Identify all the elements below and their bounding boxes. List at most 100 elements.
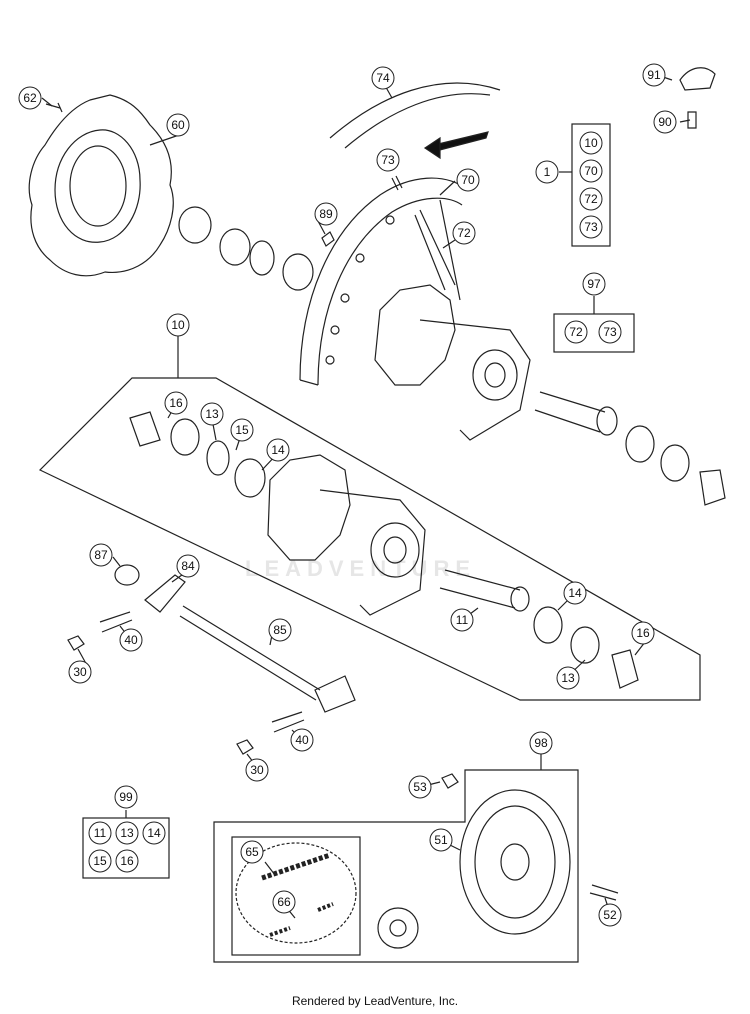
disc-bolt — [45, 102, 63, 113]
adjuster-bolt-lower — [271, 711, 305, 733]
chain-adjuster-right — [314, 675, 356, 713]
lower-seal-left — [170, 418, 200, 456]
callout: 16 — [631, 621, 655, 645]
sprocket-box — [213, 769, 579, 963]
svg-text:52: 52 — [603, 908, 617, 922]
valve-knob — [679, 67, 716, 91]
callout: 89 — [314, 202, 338, 226]
svg-text:30: 30 — [73, 665, 87, 679]
callout: 85 — [268, 618, 292, 642]
rim — [299, 177, 469, 386]
svg-text:14: 14 — [147, 826, 161, 840]
callout: 97 — [582, 272, 606, 296]
svg-text:13: 13 — [205, 407, 219, 421]
lower-seal-right — [570, 626, 600, 664]
callout: 40 — [119, 628, 143, 652]
callout: 10 — [579, 131, 603, 155]
callout: 70 — [456, 168, 480, 192]
callout: 90 — [653, 110, 677, 134]
axle-nut-lower — [236, 739, 254, 755]
master-link — [269, 902, 334, 937]
lower-spacer — [439, 569, 521, 609]
kit-box-1 — [571, 123, 611, 247]
brake-disc — [28, 94, 174, 277]
svg-text:11: 11 — [94, 826, 107, 840]
svg-text:13: 13 — [561, 671, 575, 685]
callout: 72 — [564, 320, 588, 344]
svg-text:13: 13 — [120, 826, 134, 840]
upper-bearing — [282, 253, 314, 291]
svg-text:74: 74 — [376, 71, 390, 85]
callout: 30 — [68, 660, 92, 684]
svg-text:30: 30 — [250, 763, 264, 777]
svg-text:16: 16 — [120, 854, 134, 868]
svg-text:66: 66 — [277, 895, 291, 909]
lower-bearing-left — [234, 458, 266, 498]
svg-text:85: 85 — [273, 623, 287, 637]
lower-bushing-right — [611, 649, 639, 689]
sprocket-nut — [441, 773, 459, 789]
callout: 52 — [598, 903, 622, 927]
callout: 51 — [429, 828, 453, 852]
svg-text:53: 53 — [413, 780, 427, 794]
svg-text:97: 97 — [587, 277, 601, 291]
svg-text:91: 91 — [647, 68, 661, 82]
rear-sprocket — [459, 789, 571, 935]
assembly-outline-10 — [38, 377, 701, 701]
callout: 16 — [164, 391, 188, 415]
chain-adjuster — [144, 574, 186, 613]
svg-text:10: 10 — [584, 136, 598, 150]
front-sprocket — [377, 907, 419, 949]
callout: 73 — [598, 320, 622, 344]
upper-seal — [219, 228, 251, 266]
svg-text:16: 16 — [636, 626, 650, 640]
callout: 72 — [452, 221, 476, 245]
callout: 1 — [535, 160, 559, 184]
svg-text:60: 60 — [171, 118, 185, 132]
callout: 70 — [579, 159, 603, 183]
svg-text:73: 73 — [603, 325, 617, 339]
upper-seal-right — [660, 444, 690, 482]
lower-hub — [267, 454, 426, 616]
svg-text:16: 16 — [169, 396, 183, 410]
spokes — [414, 199, 461, 301]
svg-text:51: 51 — [434, 833, 448, 847]
callout: 62 — [18, 86, 42, 110]
axle — [179, 605, 321, 701]
chain — [261, 852, 331, 881]
svg-text:40: 40 — [295, 733, 309, 747]
svg-text:99: 99 — [119, 790, 133, 804]
svg-text:87: 87 — [94, 548, 108, 562]
callout: 87 — [89, 543, 113, 567]
lower-circlip-left — [206, 440, 230, 476]
axle-nut-upper — [67, 635, 85, 651]
callout: 65 — [240, 840, 264, 864]
callout: 13 — [115, 821, 139, 845]
callout: 98 — [529, 731, 553, 755]
callout: 60 — [166, 113, 190, 137]
svg-text:90: 90 — [658, 115, 672, 129]
svg-text:62: 62 — [23, 91, 37, 105]
watermark: LEADVENTURE — [245, 556, 477, 581]
lower-bushing-left — [129, 411, 161, 447]
chain-loop — [235, 842, 357, 944]
svg-text:65: 65 — [245, 845, 259, 859]
callout: 53 — [408, 775, 432, 799]
svg-text:10: 10 — [171, 318, 185, 332]
svg-text:72: 72 — [569, 325, 583, 339]
lower-bearing-right — [533, 606, 563, 644]
svg-text:70: 70 — [461, 173, 475, 187]
callout: 13 — [200, 402, 224, 426]
valve-cap — [321, 231, 335, 247]
callout: 14 — [563, 581, 587, 605]
callout: 40 — [290, 728, 314, 752]
callout: 66 — [272, 890, 296, 914]
callout: 74 — [371, 66, 395, 90]
svg-text:89: 89 — [319, 207, 333, 221]
svg-text:70: 70 — [584, 164, 598, 178]
callout: 15 — [88, 849, 112, 873]
chain-box — [231, 836, 361, 956]
callout: 73 — [579, 215, 603, 239]
svg-text:14: 14 — [568, 586, 582, 600]
